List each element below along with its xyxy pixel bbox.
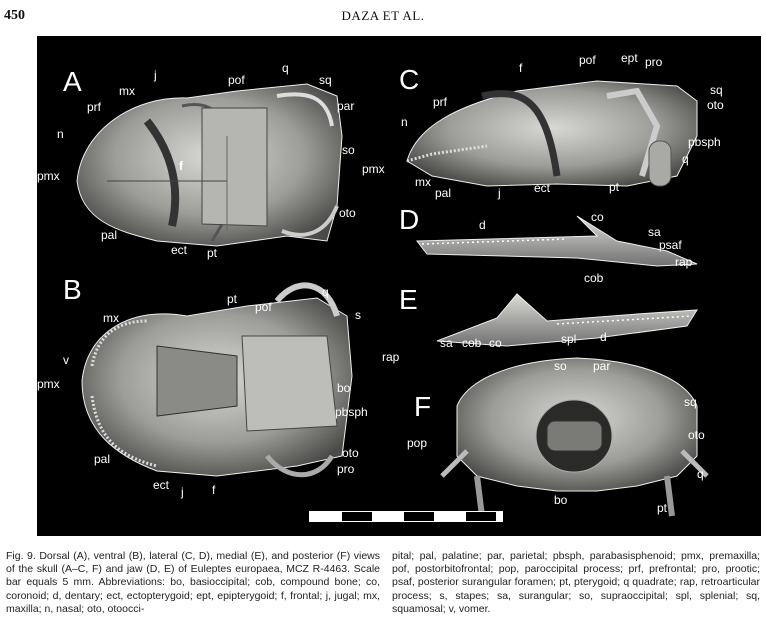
label-c-j: j <box>498 186 501 200</box>
label-b-v: v <box>63 353 69 367</box>
label-b-pal: pal <box>94 452 111 466</box>
panel-letter-e: E <box>399 284 418 315</box>
caption-left-column: Fig. 9. Dorsal (A), ventral (B), lateral… <box>6 550 380 615</box>
label-d-co: co <box>591 210 604 224</box>
label-a-q: q <box>282 61 289 75</box>
label-c-pro: pro <box>645 55 663 69</box>
label-a-n: n <box>57 127 64 141</box>
label-c-q: q <box>682 152 689 166</box>
label-a-par: par <box>337 99 355 113</box>
label-a-pof: pof <box>228 73 245 87</box>
label-a-oto: oto <box>339 206 356 220</box>
label-c-pal: pal <box>435 186 452 200</box>
label-b-pbsph: pbsph <box>335 405 368 419</box>
label-f-q: q <box>697 467 704 481</box>
label-c-pof: pof <box>579 53 596 67</box>
label-e-d: d <box>600 330 607 344</box>
label-c-ect: ect <box>534 181 551 195</box>
label-c-pbsph: pbsph <box>688 135 721 149</box>
panel-letter-d: D <box>399 204 420 235</box>
panel-letter-c: C <box>399 64 420 95</box>
label-c-n: n <box>401 115 408 129</box>
running-head: DAZA ET AL. <box>341 8 425 23</box>
label-a-j: j <box>154 68 157 82</box>
label-f-so: so <box>554 359 567 373</box>
label-c-oto: oto <box>707 98 724 112</box>
skull-lateral-view <box>406 80 698 187</box>
label-b-pmx: pmx <box>37 377 60 391</box>
skull-dorsal-view <box>76 83 343 247</box>
label-a-pal: pal <box>101 228 118 242</box>
skull-posterior-view <box>440 357 709 517</box>
label-a-f: f <box>179 159 183 173</box>
label-b-ect: ect <box>153 478 170 492</box>
label-a-mx: mx <box>119 84 135 98</box>
scale-bar <box>309 511 503 522</box>
label-b-pof: pof <box>255 300 272 314</box>
label-b-pro: pro <box>337 462 355 476</box>
label-b-mx: mx <box>103 311 119 325</box>
label-a-prf: prf <box>87 100 102 114</box>
label-f-par: par <box>593 359 611 373</box>
label-c-f: f <box>519 61 523 75</box>
label-b-bo: bo <box>337 381 351 395</box>
label-b-s: s <box>355 308 361 322</box>
label-f-pt: pt <box>657 501 668 515</box>
label-e-sa: sa <box>440 336 453 350</box>
label-d-rap: rap <box>675 255 693 269</box>
label-e-rap: rap <box>382 350 400 364</box>
label-c-pt: pt <box>609 180 620 194</box>
panel-letter-b: B <box>63 274 82 305</box>
figure-panel: A B C D E F mx j pof q sq prf par n so f… <box>37 36 761 536</box>
label-f-pop: pop <box>407 436 428 450</box>
skull-ventral-view <box>81 282 353 478</box>
panel-letter-a: A <box>63 66 82 97</box>
label-a-sq: sq <box>319 73 332 87</box>
label-c-prf: prf <box>433 95 448 109</box>
jaw-lateral-view <box>416 215 698 267</box>
jaw-medial-view <box>436 293 698 347</box>
label-e-cob: cob <box>462 336 482 350</box>
panel-letter-f: F <box>414 391 432 422</box>
label-c-ept: ept <box>621 51 638 65</box>
label-b-oto: oto <box>342 446 359 460</box>
label-c-sq: sq <box>710 83 723 97</box>
page-number: 450 <box>4 8 25 23</box>
label-a-ect: ect <box>171 243 188 257</box>
label-d-psaf: psaf <box>659 238 682 252</box>
label-e-spl: spl <box>561 332 577 346</box>
caption-right-column: pital; pal, palatine; par, parietal; pbs… <box>392 550 760 615</box>
label-d-d: d <box>479 218 486 232</box>
label-b-q: q <box>322 285 329 299</box>
label-b-j: j <box>181 485 184 499</box>
label-c-mx: mx <box>415 175 431 189</box>
skull-illustrations <box>76 80 709 517</box>
label-a-pmx: pmx <box>37 169 60 183</box>
label-f-sq: sq <box>684 395 697 409</box>
label-d-cob: cob <box>584 271 604 285</box>
label-d-sa: sa <box>648 225 661 239</box>
label-a-pt: pt <box>207 246 218 260</box>
label-b-pt: pt <box>227 292 238 306</box>
label-c-pmx: pmx <box>362 162 385 176</box>
label-a-so: so <box>342 143 355 157</box>
label-f-oto: oto <box>688 428 705 442</box>
label-f-bo: bo <box>554 493 568 507</box>
label-e-co: co <box>489 336 502 350</box>
label-b-f: f <box>212 483 216 497</box>
